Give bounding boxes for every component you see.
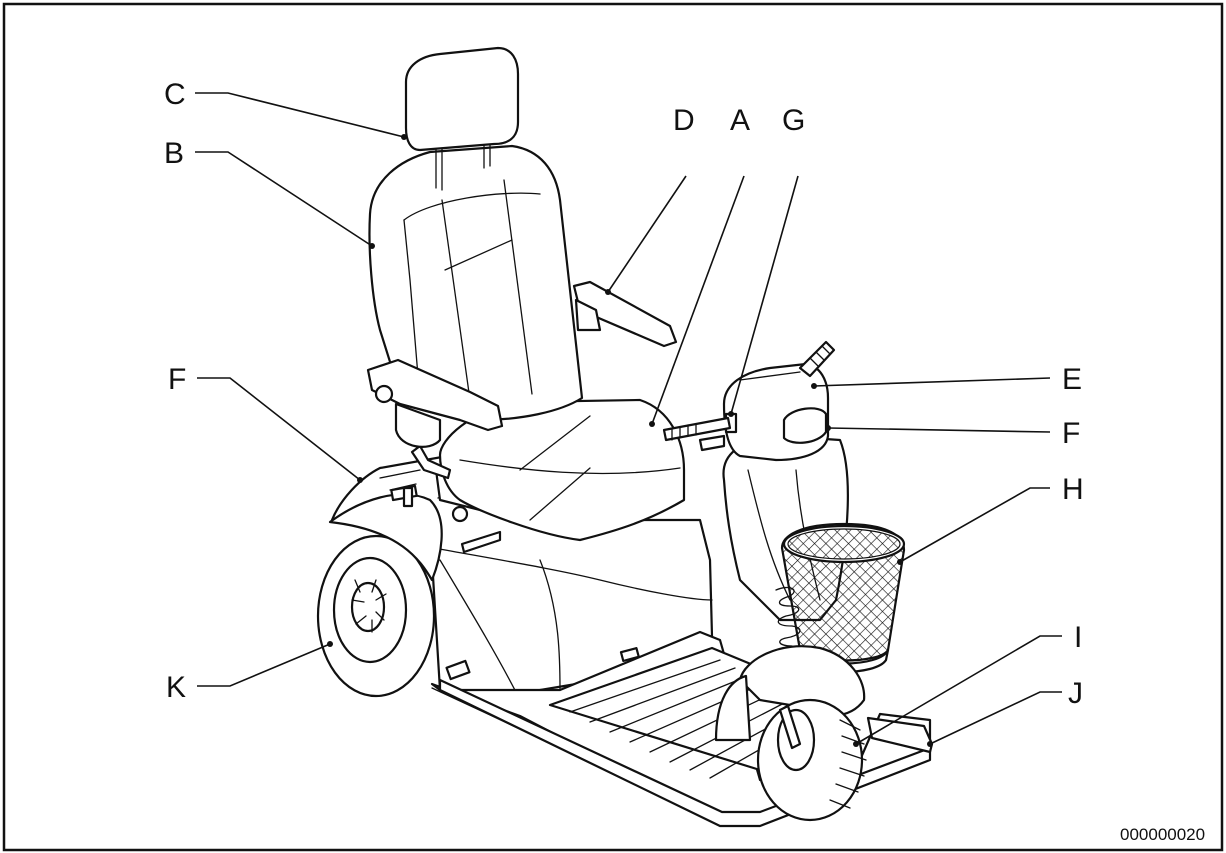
- figure-number: 000000020: [1120, 825, 1205, 844]
- seat-back: [368, 144, 584, 422]
- front-wheel: [756, 698, 867, 822]
- label-h: H: [1062, 473, 1084, 506]
- rear-wheel: [316, 534, 436, 698]
- label-i: I: [1074, 621, 1082, 654]
- headrest: [404, 46, 520, 152]
- leader-line-f-right: [827, 427, 1051, 433]
- label-k: K: [166, 671, 186, 704]
- part-labels: C B D A G E F F H I J K: [164, 78, 1084, 710]
- leader-line-j: [929, 691, 1062, 745]
- leader-lines: [195, 92, 1062, 747]
- leader-line-d: [607, 175, 687, 293]
- label-b: B: [164, 137, 184, 170]
- leader-line-i: [855, 635, 1062, 745]
- label-a: A: [730, 104, 750, 137]
- label-e: E: [1062, 363, 1082, 396]
- leader-line-b: [195, 151, 373, 247]
- label-f-left: F: [168, 363, 186, 396]
- leader-line-g: [730, 175, 799, 415]
- label-j: J: [1068, 677, 1083, 710]
- leader-line-c: [195, 92, 405, 138]
- leader-line-k: [197, 643, 331, 687]
- label-f-right: F: [1062, 417, 1080, 450]
- label-g: G: [782, 104, 805, 137]
- leader-line-e: [813, 377, 1051, 387]
- label-c: C: [164, 78, 186, 111]
- leader-line-f-left: [197, 377, 361, 481]
- leader-line-a: [651, 175, 745, 425]
- leader-line-h: [899, 487, 1050, 563]
- scooter-illustration: [316, 46, 934, 828]
- label-d: D: [673, 104, 695, 137]
